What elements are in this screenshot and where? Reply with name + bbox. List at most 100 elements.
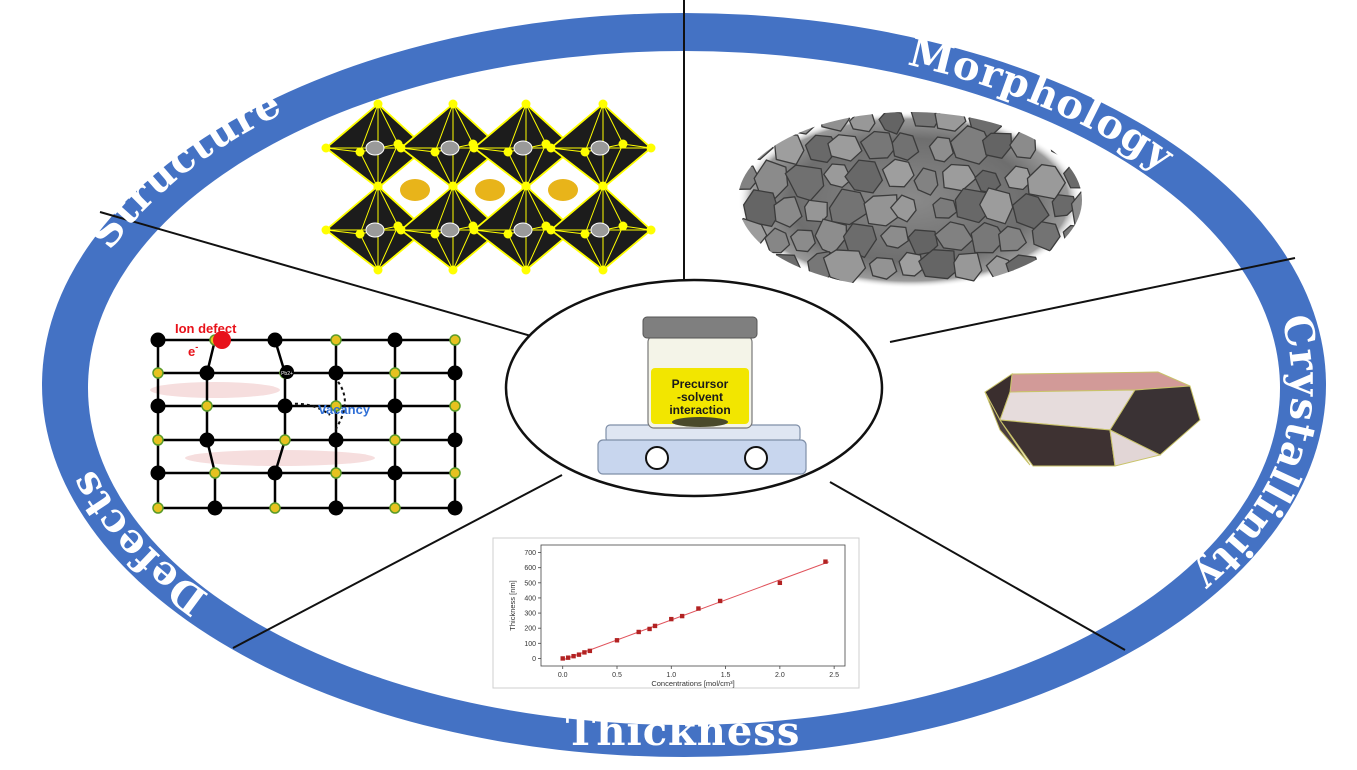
octahedron-edge (452, 185, 474, 227)
octahedron-edge (400, 229, 436, 235)
lattice-anion (389, 502, 401, 514)
x-site-atom (521, 99, 531, 109)
x-tick-label: 0.5 (612, 672, 622, 679)
sem-grain (742, 189, 781, 228)
lattice-anion (279, 434, 291, 446)
octahedron-edge (452, 225, 474, 271)
y-tick-label: 200 (524, 626, 536, 633)
sem-grain (828, 188, 870, 226)
x-site-atom (430, 147, 440, 157)
vacancy-label: Vacancy (318, 402, 371, 417)
y-tick-label: 600 (524, 565, 536, 572)
data-point (647, 626, 652, 632)
octahedron-edge (584, 151, 604, 189)
octahedron-edge (434, 103, 454, 153)
x-site-atom (503, 147, 513, 157)
sem-grain (1031, 221, 1061, 252)
x-site-atom (598, 99, 608, 109)
lattice-cation (277, 398, 293, 414)
sem-grain (868, 257, 898, 280)
y-tick-label: 400 (524, 595, 536, 602)
sem-grain (789, 229, 816, 253)
data-point (696, 606, 701, 611)
a-site-cation (400, 179, 430, 201)
y-tick-label: 500 (524, 580, 536, 587)
octahedron-edge (584, 233, 604, 271)
b-site-atom (590, 140, 610, 156)
lattice-anion (449, 334, 461, 346)
x-tick-label: 0.0 (558, 672, 568, 679)
sem-grain (1051, 194, 1078, 218)
x-site-atom (355, 229, 365, 239)
x-site-atom (618, 221, 628, 231)
x-site-atom (646, 225, 656, 235)
x-site-atom (646, 143, 656, 153)
sem-grain (881, 158, 915, 188)
x-site-atom (373, 99, 383, 109)
vial-hotplate-illustration: Precursor -solvent interaction (597, 316, 807, 475)
lattice-cation (447, 365, 463, 381)
lattice-anion (330, 334, 342, 346)
x-site-atom (396, 143, 406, 153)
sem-grain (844, 159, 884, 194)
x-site-atom (469, 143, 479, 153)
lattice-cation (150, 332, 166, 348)
a-site-cation (548, 179, 578, 201)
x-site-atom (521, 265, 531, 275)
lattice-cation (199, 432, 215, 448)
octahedron-edge (507, 185, 527, 235)
octahedron-edge (507, 151, 527, 189)
y-tick-label: 300 (524, 611, 536, 618)
data-point (560, 656, 565, 661)
x-site-atom (448, 181, 458, 191)
lattice-cation (447, 432, 463, 448)
b-site-atom (513, 140, 533, 156)
octahedron-edge (359, 151, 379, 189)
x-tick-label: 1.0 (666, 672, 676, 679)
a-site-cation (475, 179, 505, 201)
center-label-line3: interaction (669, 403, 730, 417)
fit-line (562, 561, 829, 661)
octahedron-edge (377, 185, 399, 227)
octahedron-edge (434, 151, 454, 189)
sem-grain (928, 136, 955, 163)
lattice-anion (330, 400, 342, 412)
lattice-cation (387, 332, 403, 348)
sem-grain (879, 225, 910, 249)
vial-cap (642, 316, 758, 339)
lattice-cation (387, 398, 403, 414)
octahedron-edge (359, 185, 379, 235)
octahedron-edge (602, 143, 624, 189)
octahedron-edge (622, 225, 652, 231)
octahedron-edge (602, 225, 624, 271)
octahedron-edge (525, 103, 547, 145)
octahedron-edge (507, 103, 527, 153)
data-point (582, 650, 587, 655)
x-site-atom (396, 225, 406, 235)
lattice-anion (389, 367, 401, 379)
sem-grain (863, 194, 899, 227)
lattice-cation (207, 500, 223, 516)
data-point (636, 629, 641, 635)
hotplate-knob-left (645, 446, 669, 470)
sem-grain (949, 125, 994, 165)
x-site-atom (448, 265, 458, 275)
defect-lattice: Pb2+ Ion defect e- Vacancy (150, 321, 463, 516)
y-tick-label: 0 (532, 656, 536, 663)
x-tick-label: 2.0 (775, 672, 785, 679)
data-point (823, 559, 828, 564)
x-tick-label: 1.5 (721, 672, 731, 679)
vacancy-path (282, 402, 331, 416)
octahedron-edge (622, 143, 652, 149)
sem-grain (859, 130, 895, 160)
octahedron-edge (550, 229, 586, 235)
lattice-anion (152, 434, 164, 446)
lattice-cation (328, 432, 344, 448)
lattice-anion (449, 467, 461, 479)
chart-frame (492, 537, 860, 689)
x-site-atom (321, 143, 331, 153)
hotplate-body (597, 439, 807, 475)
lattice-cation (447, 500, 463, 516)
ion-defect-atom (213, 331, 231, 349)
